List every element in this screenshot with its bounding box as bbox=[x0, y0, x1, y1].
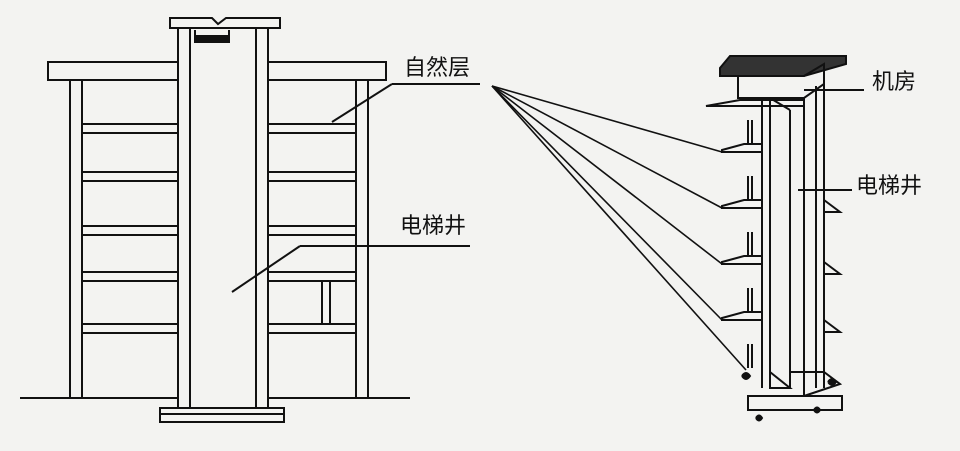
shaft-base bbox=[747, 395, 843, 411]
floor-slabs-left bbox=[81, 123, 179, 334]
label-shaft-right: 电梯井 bbox=[856, 174, 923, 199]
building-front-view bbox=[20, 17, 480, 423]
elevator-shaft-left bbox=[159, 17, 285, 423]
landing-slabs bbox=[721, 120, 763, 368]
right-brackets bbox=[823, 199, 843, 333]
shaft-pit bbox=[769, 369, 793, 389]
label-shaft-left: 电梯井 bbox=[400, 214, 467, 239]
shaft-top-cap bbox=[719, 55, 847, 77]
leader-natural-floor bbox=[331, 83, 393, 123]
leader-shaft-left bbox=[231, 245, 301, 293]
label-natural-floor: 自然层 bbox=[404, 56, 471, 81]
label-machine-room: 机房 bbox=[872, 70, 917, 95]
shaft-perspective-view bbox=[705, 55, 864, 422]
floor-slabs-right bbox=[267, 123, 357, 334]
natural-floor-leaders bbox=[491, 85, 747, 371]
